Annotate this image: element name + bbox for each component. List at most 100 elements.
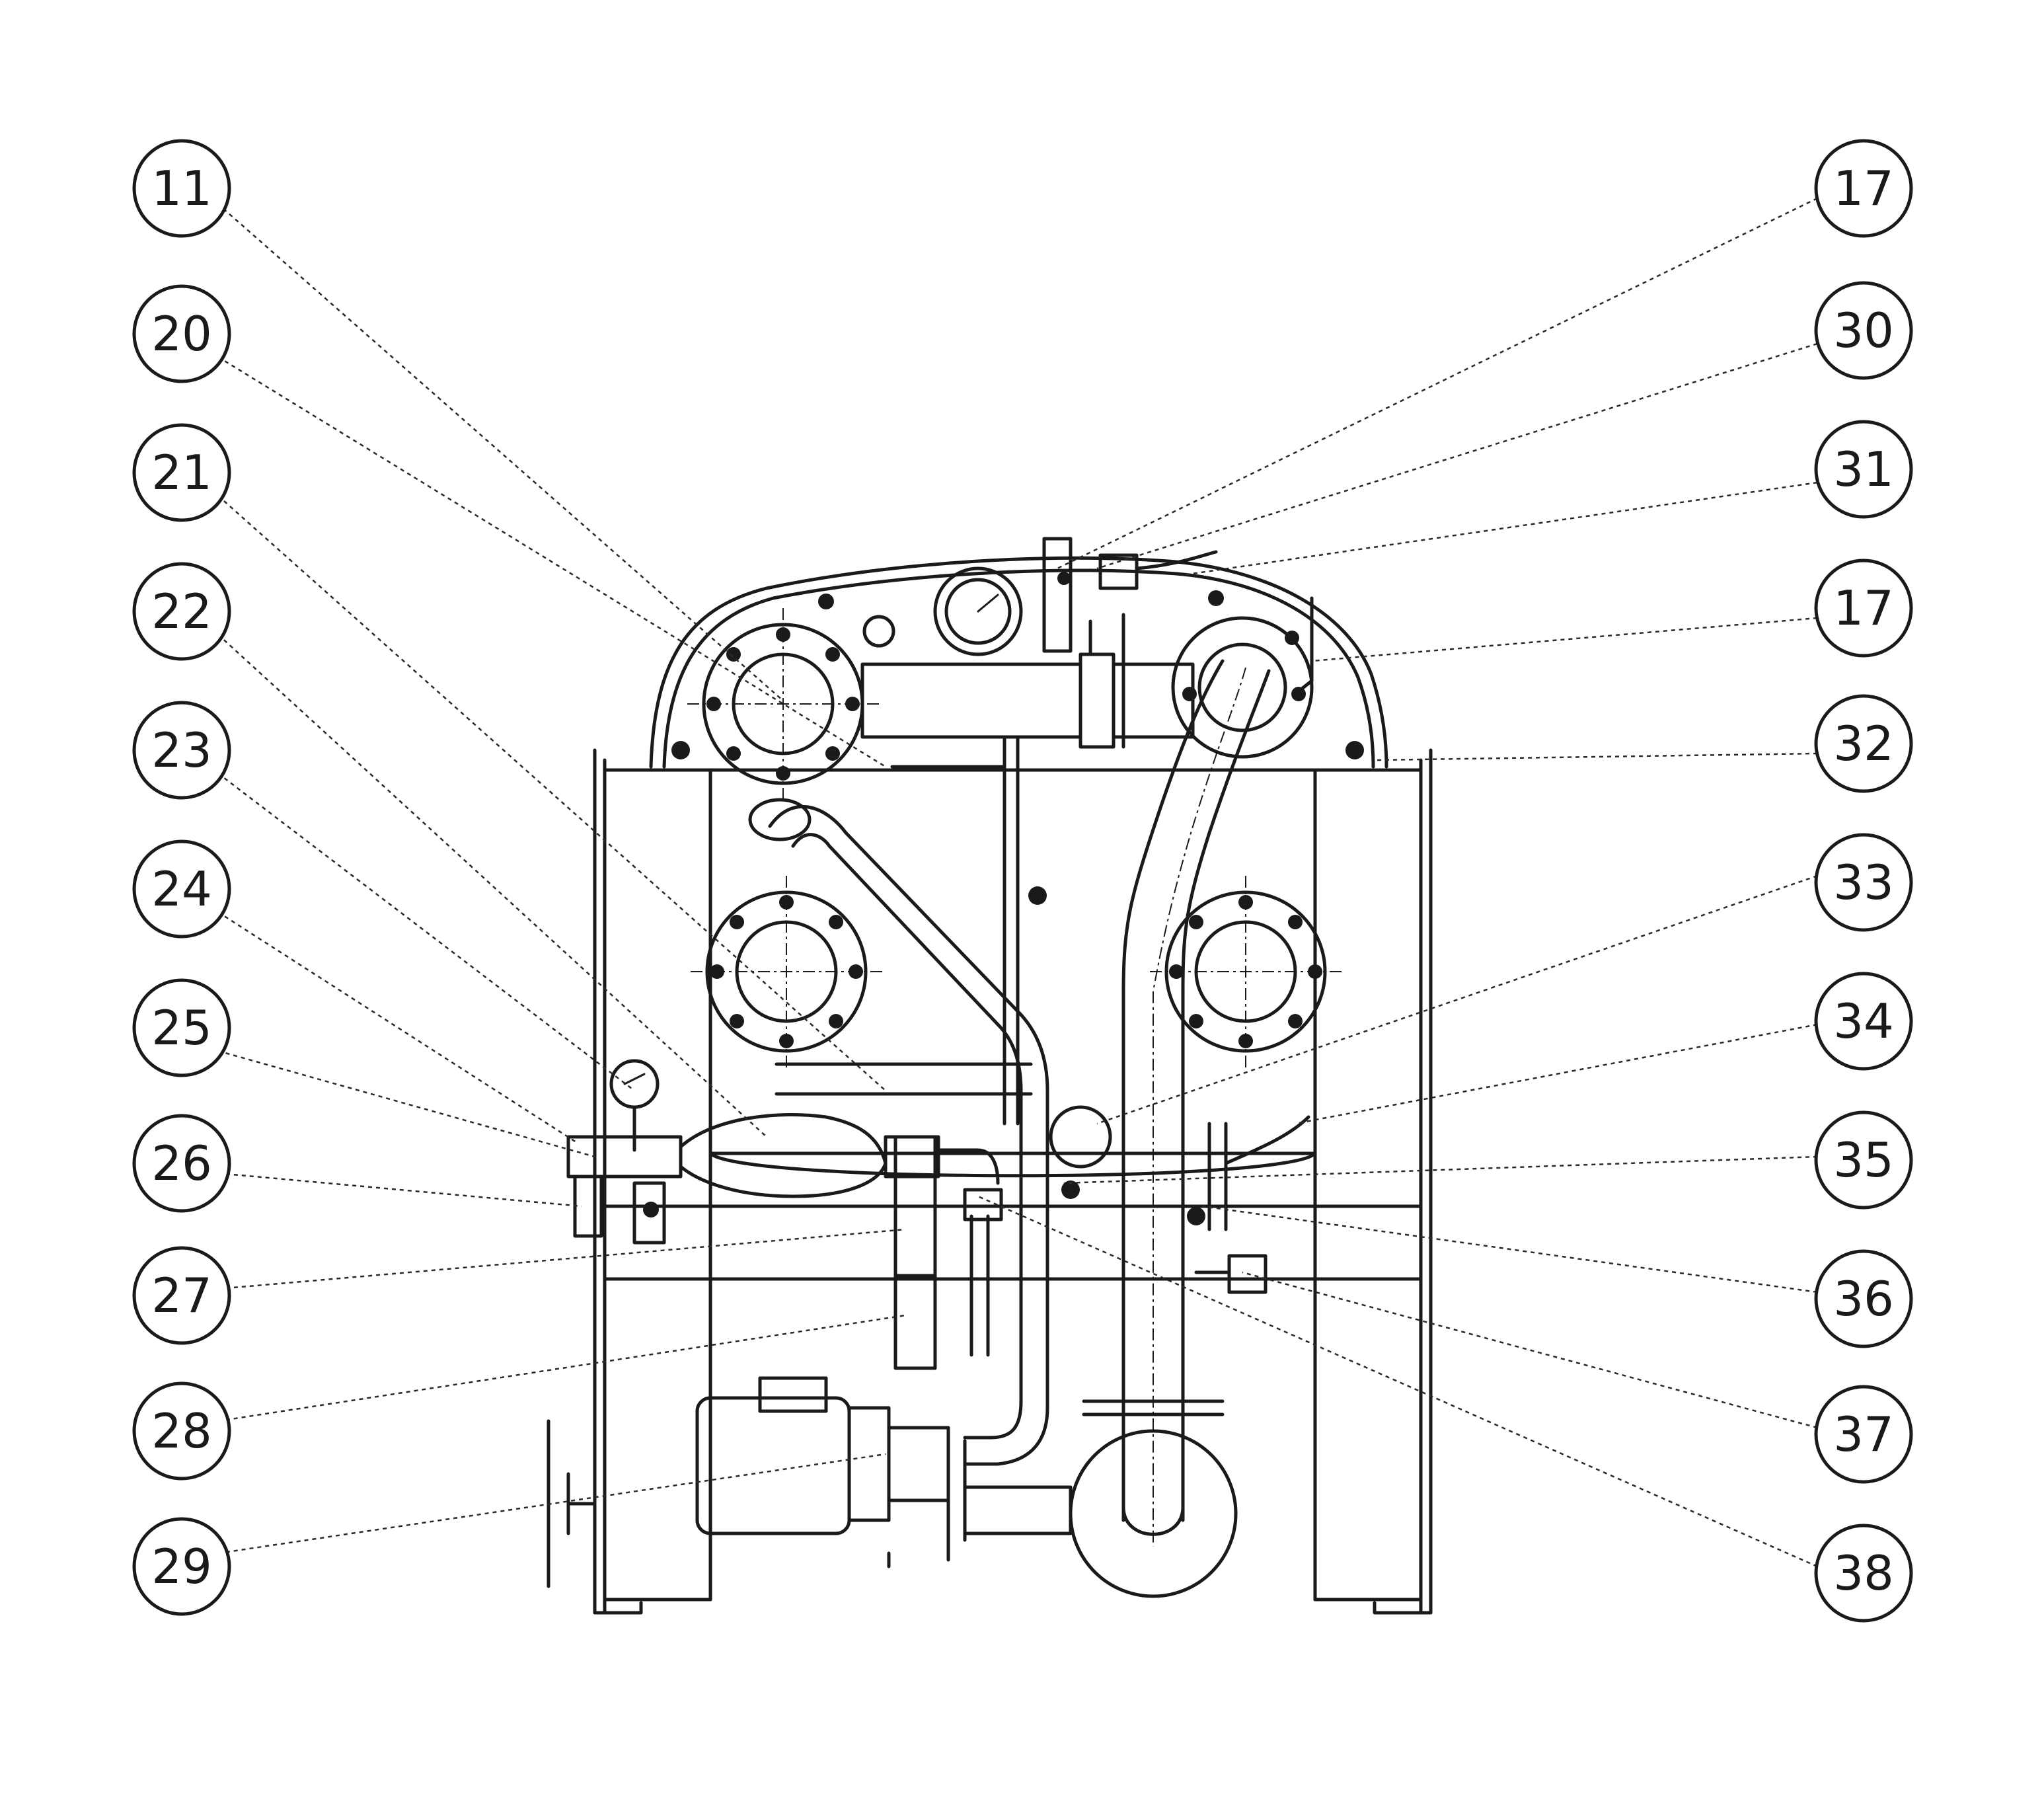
leader-35: [1063, 1155, 1818, 1184]
dome-bolt: [818, 594, 834, 609]
small-tee: [963, 1188, 1003, 1221]
fitting-dot: [1028, 886, 1047, 905]
riser-right-wall: [1181, 669, 1271, 1522]
header-pipe-right: [1112, 662, 1195, 739]
sight-glass: [1049, 1105, 1112, 1169]
leader-33: [1096, 874, 1818, 1125]
callout-number: 38: [1833, 1545, 1894, 1601]
callout-number: 36: [1833, 1271, 1894, 1327]
motor-flange: [847, 1406, 891, 1522]
callout-number: 17: [1833, 580, 1894, 636]
leader-24: [217, 911, 579, 1145]
balloon-circle: [1814, 559, 1913, 658]
balloon-circle: [132, 978, 231, 1077]
callout-balloon: 20: [132, 284, 231, 383]
callout-number: 11: [151, 161, 212, 216]
top-gauge-needle: [977, 594, 999, 613]
callout-number: 34: [1833, 993, 1894, 1049]
leader-21: [217, 495, 886, 1091]
left-frame-foot: [593, 1601, 643, 1615]
cross-beam: [603, 1204, 1423, 1281]
valve-stems: [1088, 613, 1125, 749]
callout-number: 22: [151, 584, 212, 639]
small-vertical-piping: [775, 735, 1047, 1126]
fitting-dot: [643, 1202, 659, 1218]
callout-balloon: 29: [132, 1517, 231, 1616]
middle-right-flange: [1150, 876, 1342, 1067]
balloon-circle: [1814, 139, 1913, 238]
flange-bolt: [1238, 1034, 1253, 1048]
callout-balloon: 33: [1814, 833, 1913, 932]
flange-bolt: [849, 964, 863, 979]
dome-bolt: [1208, 590, 1224, 606]
right-mid-fittings: [1049, 1105, 1310, 1294]
callout-number: 23: [151, 722, 212, 778]
inner-columns: [708, 1277, 1317, 1602]
vent-handle: [1135, 550, 1218, 570]
strainer: [632, 1181, 666, 1245]
top-level-switch: [1042, 537, 1073, 653]
center-valve-stack: [893, 1135, 990, 1370]
leader-31: [1182, 481, 1818, 576]
leader-25: [217, 1050, 595, 1158]
flange-bolt: [1182, 687, 1197, 701]
callout-balloon: 22: [132, 562, 231, 661]
dome-bolt: [1345, 741, 1364, 759]
callout-number: 30: [1833, 303, 1894, 358]
leader-38: [977, 1195, 1818, 1568]
base-frame: [593, 748, 1433, 1615]
callout-balloon: 24: [132, 839, 231, 939]
callout-number: 20: [151, 306, 212, 362]
drain-valve: [573, 1175, 603, 1238]
pump-motor-unit: [547, 1376, 1238, 1598]
coupling: [884, 1135, 940, 1179]
balloon-circle: [132, 423, 231, 522]
flange-bolt: [1189, 1014, 1203, 1028]
callout-number: 37: [1833, 1407, 1894, 1462]
callout-balloon: 11: [132, 139, 231, 238]
left-callout-column: 11 20 21 22 23 24 25 26: [132, 139, 231, 1616]
coupling-guard: [887, 1426, 950, 1502]
callout-balloon: 35: [1814, 1110, 1913, 1210]
fitting-dot: [1057, 572, 1071, 585]
top-header-piping: [860, 537, 1314, 749]
left-valve-body: [566, 1135, 683, 1179]
pump-casing: [963, 1485, 1073, 1535]
flange-bolt: [1288, 1014, 1303, 1028]
callout-number: 32: [1833, 716, 1894, 771]
return-pipe-inlet: [748, 798, 812, 841]
leader-29: [217, 1453, 886, 1555]
top-pressure-gauge: [933, 566, 1023, 656]
elbow-pipe: [936, 1148, 1000, 1185]
flange-bolt: [1285, 631, 1299, 645]
balloon-circle: [1814, 694, 1913, 793]
tank-shell: [708, 768, 1317, 1155]
balloon-circle: [132, 839, 231, 939]
flange-bolt: [845, 697, 860, 711]
vertical-small-pipe: [1003, 735, 1020, 1126]
balloon-circle: [1814, 1385, 1913, 1484]
flange-bolt: [1238, 895, 1253, 909]
callout-balloon: 31: [1814, 420, 1913, 519]
fitting-dot: [1061, 1180, 1080, 1199]
left-pressure-gauge: [609, 1059, 660, 1109]
leader-17-top: [1057, 197, 1818, 570]
small-elbow-fitting: [862, 615, 895, 648]
balloon-circle: [132, 284, 231, 383]
inline-valve-body: [1079, 652, 1116, 749]
leader-27: [217, 1228, 906, 1290]
flange-bolt: [779, 895, 794, 909]
flange-bolt: [730, 1014, 744, 1028]
balloon-circle: [132, 1114, 231, 1213]
flange-bolt: [1169, 964, 1184, 979]
leader-lines: [211, 197, 1818, 1568]
tank-vessel: [649, 556, 1388, 1178]
small-bypass-pipe: [969, 1214, 990, 1357]
inlet-flange: [547, 1419, 597, 1588]
tank-dome-outer: [649, 556, 1388, 769]
callout-number: 27: [151, 1268, 212, 1323]
flange-bolt: [706, 697, 721, 711]
flange-bolt: [726, 746, 741, 761]
balloon-circle: [1814, 420, 1913, 519]
right-frame-box: [1313, 768, 1423, 1602]
